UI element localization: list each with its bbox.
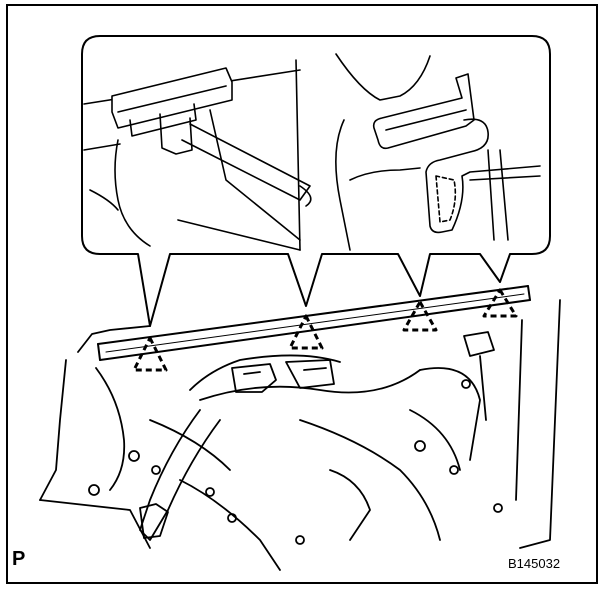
clip-marker-2 (288, 314, 324, 350)
detail-right-clip-profile (335, 53, 541, 251)
door-panel-outline (39, 299, 561, 571)
detail-left-clip-removal (83, 59, 312, 251)
view-marker-label: P (12, 548, 26, 570)
clip-marker-3 (402, 300, 438, 332)
detail-callout-bubble (81, 35, 551, 327)
belt-moulding-rail (97, 285, 531, 361)
figure-id-label: B145032 (508, 556, 561, 571)
clip-location-markers (132, 288, 518, 372)
clip-marker-1 (132, 336, 168, 372)
clip-marker-4 (482, 288, 518, 318)
